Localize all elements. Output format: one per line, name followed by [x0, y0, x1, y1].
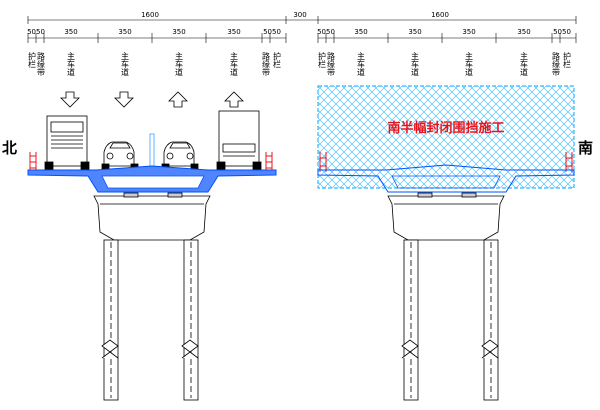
left-lane-label-7: 护栏 [273, 51, 282, 69]
dim-left-seg-0: 5050 [27, 28, 45, 36]
dim-left-total: 1600 [141, 11, 159, 19]
car-icon [101, 141, 139, 171]
left-bridge [27, 110, 277, 401]
dim-middle-gap: 300 [293, 11, 306, 19]
left-lane-label-3: 主车道 [121, 51, 130, 77]
right-bridge: 南半幅封闭围挡施工 [317, 85, 575, 401]
right-lane-label-0: 护栏 [318, 51, 327, 69]
left-lane-label-1: 路缘带 [37, 51, 46, 77]
left-lane-label-4: 主车道 [175, 51, 184, 77]
right-lane-label-5: 主车道 [520, 51, 529, 77]
pier-column [401, 239, 419, 401]
left-lane-label-0: 护栏 [28, 51, 37, 69]
closure-label: 南半幅封闭围挡施工 [387, 120, 504, 136]
pier-cap [387, 192, 505, 241]
left-lane-labels: 护栏 路缘带 主车道 主车道 主车道 主车道 路缘带 护栏 [28, 51, 282, 77]
car-icon [161, 141, 199, 171]
direction-arrows [60, 91, 244, 108]
right-lane-label-1: 路缘带 [327, 51, 336, 77]
dim-left-seg-4: 350 [227, 28, 240, 36]
dim-right-seg-3: 350 [462, 28, 475, 36]
right-lane-label-6: 路缘带 [552, 51, 561, 77]
dim-right-seg-4: 350 [517, 28, 530, 36]
median-post [149, 133, 155, 167]
dim-right-seg-5: 5050 [553, 28, 571, 36]
right-segment-ticks [317, 33, 577, 43]
dim-left-seg-2: 350 [118, 28, 131, 36]
railing-left [29, 152, 37, 172]
right-lane-label-4: 主车道 [465, 51, 474, 77]
arrow-down-icon [60, 91, 80, 108]
closure-zone [317, 85, 575, 189]
left-segment-ticks [27, 33, 287, 43]
pier-cap [93, 192, 211, 241]
railing-left [319, 152, 327, 172]
dim-right-seg-0: 5050 [317, 28, 335, 36]
right-lane-label-3: 主车道 [411, 51, 420, 77]
railing-right [565, 152, 573, 172]
dim-left-seg-3: 350 [172, 28, 185, 36]
north-label: 北 [2, 139, 17, 157]
right-lane-label-2: 主车道 [357, 51, 366, 77]
railing-right [265, 152, 273, 172]
left-lane-label-2: 主车道 [67, 51, 76, 77]
dim-left-seg-1: 350 [64, 28, 77, 36]
dim-right-seg-1: 350 [354, 28, 367, 36]
arrow-down-icon [114, 91, 134, 108]
pier-column [181, 239, 199, 401]
dim-right-seg-2: 350 [408, 28, 421, 36]
left-lane-label-5: 主车道 [230, 51, 239, 77]
dim-right-total: 1600 [431, 11, 449, 19]
pier-column [101, 239, 119, 401]
van-icon [216, 110, 262, 171]
right-lane-label-7: 护栏 [563, 51, 572, 69]
dim-left-seg-5: 5050 [263, 28, 281, 36]
truck-icon [44, 115, 90, 171]
dimension-lines [27, 16, 577, 39]
arrow-up-icon [168, 91, 188, 108]
right-lane-labels: 护栏 路缘带 主车道 主车道 主车道 主车道 路缘带 护栏 [318, 51, 572, 77]
south-label: 南 [578, 139, 593, 157]
left-lane-label-6: 路缘带 [262, 51, 271, 77]
arrow-up-icon [224, 91, 244, 108]
deck-box-girder [317, 164, 575, 193]
pier-column [481, 239, 499, 401]
